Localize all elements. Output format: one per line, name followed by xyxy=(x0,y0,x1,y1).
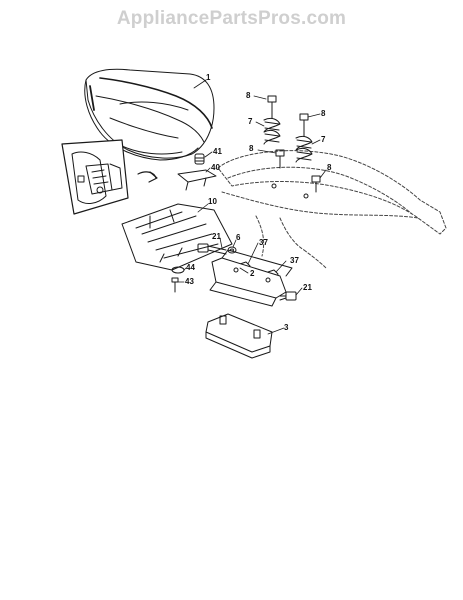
clip-40 xyxy=(177,169,217,191)
seat-pan xyxy=(121,203,233,271)
pivot-bolt xyxy=(197,243,227,255)
spring-right xyxy=(295,135,313,163)
detail-inset xyxy=(61,139,158,215)
spring-left xyxy=(263,117,281,145)
callout-seat-pan: 10 xyxy=(208,197,217,206)
watermark: AppliancePartsPros.com xyxy=(116,8,347,29)
callout-pivot-bolt: 21 xyxy=(212,232,221,241)
screw-43 xyxy=(171,277,179,293)
callout-bracket: 2 xyxy=(250,269,255,278)
callout-knob-41: 41 xyxy=(213,147,222,156)
callout-bolt-top-right: 8 xyxy=(321,109,326,118)
callout-bolt-mid-right: 8 xyxy=(327,163,332,172)
callout-seat: 1 xyxy=(206,73,211,82)
bolt-top-left xyxy=(267,95,277,119)
callout-nut-right: 37 xyxy=(290,256,299,265)
callout-bolt-top-left: 8 xyxy=(246,91,251,100)
leader-lines xyxy=(177,79,327,335)
bolt-mid-left xyxy=(271,149,285,189)
callout-spring-left: 7 xyxy=(248,117,253,126)
shoulder-bolt xyxy=(279,291,297,301)
callout-screw-43: 43 xyxy=(185,277,194,286)
plate xyxy=(205,313,273,359)
bolt-mid-right xyxy=(303,175,321,199)
bolt-top-right xyxy=(299,113,309,137)
callout-nut-left: 37 xyxy=(259,238,268,247)
mower-frame xyxy=(217,150,447,269)
callout-washer-44: 44 xyxy=(186,263,195,272)
callout-clip-40: 40 xyxy=(211,163,220,172)
callout-shoulder-bolt: 21 xyxy=(303,283,312,292)
callout-plate: 3 xyxy=(284,323,289,332)
callout-washer-6: 6 xyxy=(236,233,241,242)
knob-41 xyxy=(194,153,205,165)
callout-bolt-mid-left: 8 xyxy=(249,144,254,153)
callout-spring-right: 7 xyxy=(321,135,326,144)
